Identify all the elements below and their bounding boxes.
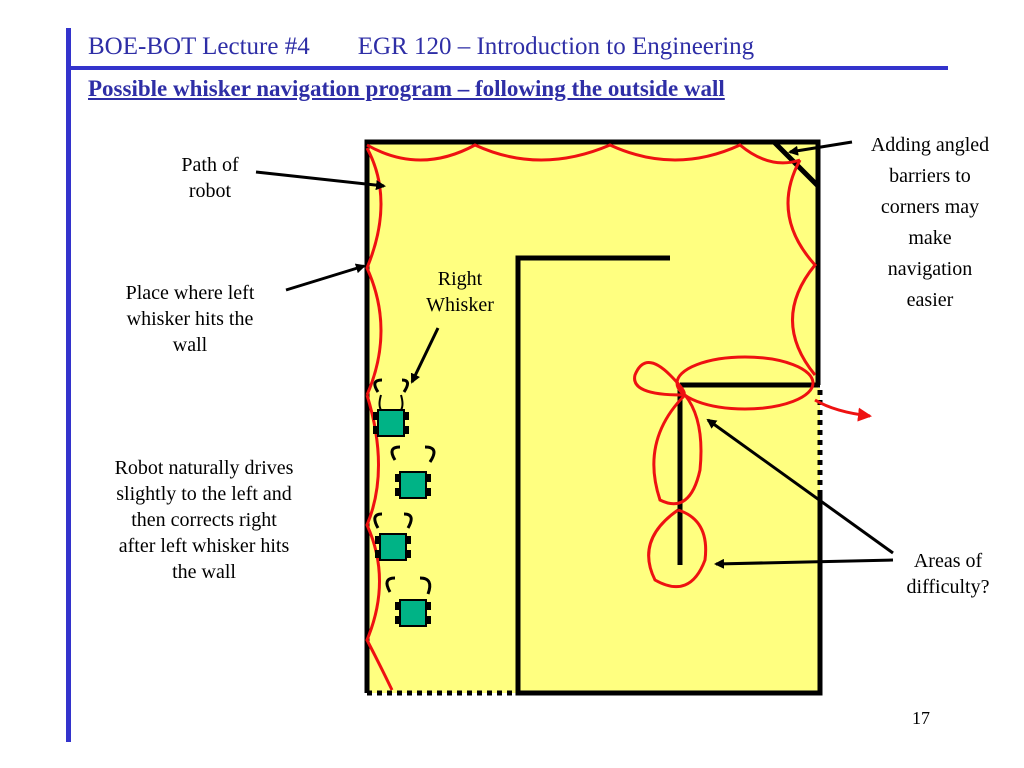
label-left-whisker: Place where left whisker hits the wall bbox=[95, 280, 285, 358]
label-line: after left whisker hits bbox=[118, 535, 290, 557]
label-right-whisker: Right Whisker bbox=[405, 266, 515, 318]
maze-floor bbox=[367, 142, 820, 693]
angled-barrier bbox=[772, 140, 820, 188]
label-robot-drives: Robot naturally drives slightly to the l… bbox=[82, 455, 326, 585]
label-areas-of-difficulty: Areas of difficulty? bbox=[888, 548, 1008, 600]
label-line: wall bbox=[172, 334, 208, 356]
robot-3 bbox=[373, 512, 413, 561]
course-title: EGR 120 – Introduction to Engineering bbox=[357, 33, 755, 60]
maze-openings bbox=[367, 390, 823, 696]
label-line: make bbox=[908, 227, 952, 249]
robot-1 bbox=[373, 378, 409, 437]
page-number: 17 bbox=[912, 708, 930, 728]
annotation-arrows bbox=[255, 140, 894, 569]
label-line: Whisker bbox=[426, 294, 494, 316]
label-line: slightly to the left and bbox=[116, 483, 292, 505]
label-line: corners may bbox=[880, 196, 980, 218]
slide-header: BOE-BOT Lecture #4 EGR 120 – Introduction… bbox=[88, 33, 754, 61]
label-line: the wall bbox=[172, 561, 236, 583]
label-line: Place where left bbox=[125, 282, 255, 304]
label-line: Path of bbox=[181, 154, 239, 176]
label-line: Right bbox=[437, 268, 483, 290]
label-line: difficulty? bbox=[906, 576, 990, 598]
lecture-title: BOE-BOT Lecture #4 bbox=[88, 33, 310, 60]
robot-2 bbox=[390, 445, 436, 499]
label-line: Robot naturally drives bbox=[114, 457, 294, 479]
label-line: robot bbox=[188, 180, 232, 202]
label-line: navigation bbox=[887, 258, 973, 280]
robot-4 bbox=[385, 576, 432, 627]
accent-bar-horizontal bbox=[66, 66, 948, 70]
label-line: Adding angled bbox=[870, 134, 990, 156]
slide-subtitle: Possible whisker navigation program – fo… bbox=[88, 76, 725, 101]
label-angled-barriers: Adding angled barriers to corners may ma… bbox=[855, 130, 1005, 316]
label-line: barriers to bbox=[889, 165, 971, 187]
label-line: easier bbox=[906, 289, 954, 311]
label-path-of-robot: Path of robot bbox=[150, 152, 270, 204]
label-line: whisker hits the bbox=[126, 308, 254, 330]
label-line: Areas of bbox=[913, 550, 983, 572]
accent-bar-vertical bbox=[66, 28, 71, 742]
label-line: then corrects right bbox=[131, 509, 277, 531]
